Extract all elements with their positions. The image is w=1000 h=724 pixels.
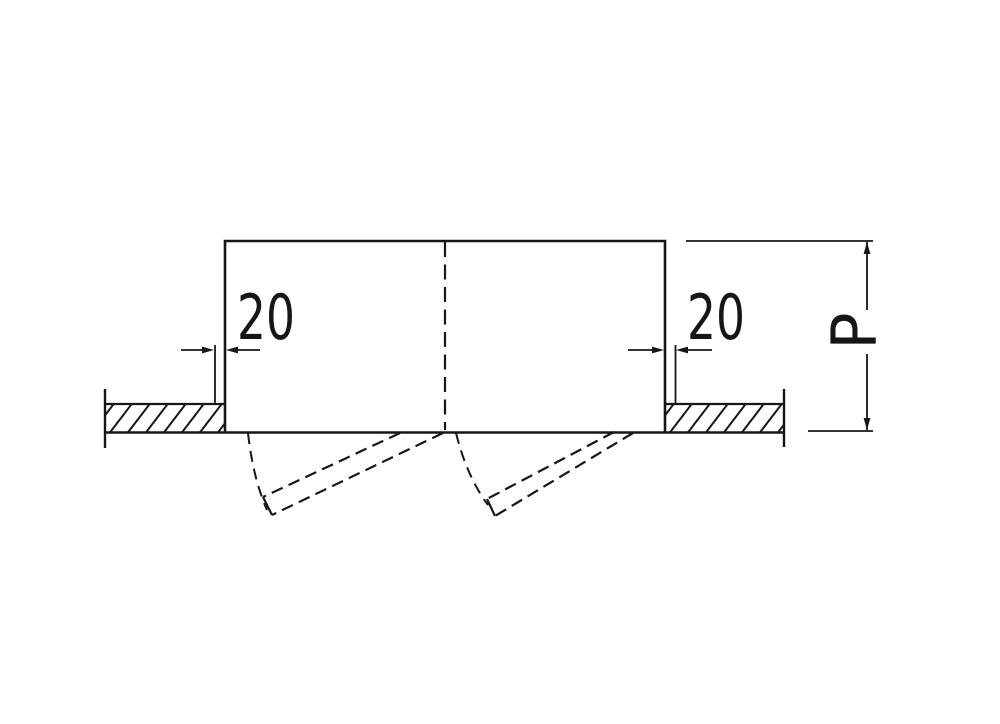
damper-blade-left [247, 432, 444, 516]
arrow-up-icon [863, 242, 871, 254]
blade-left-tip-cap [262, 496, 273, 516]
dim-right-gap-value: 20 [687, 281, 745, 354]
swing-arc-right [455, 432, 489, 506]
blade-left-lower-edge [271, 432, 444, 516]
ceiling-section-left [103, 389, 224, 448]
dim-height-value: P [818, 312, 891, 349]
swing-arc-left [247, 432, 268, 511]
dimension-height-p: P [686, 240, 891, 432]
hatch-lines-left [105, 403, 224, 433]
arrow-left-icon [676, 346, 688, 354]
arrow-right-icon [202, 346, 214, 354]
hatch-lines-right [665, 403, 783, 433]
blade-right-tip-cap [486, 498, 496, 517]
plenum-box [223, 239, 667, 433]
arrow-right-icon [652, 346, 664, 354]
damper-blade-right [455, 431, 634, 517]
arrow-down-icon [863, 418, 871, 430]
plenum-outline [223, 239, 667, 433]
arrow-left-icon [226, 346, 238, 354]
dimension-left-gap: 20 [181, 281, 295, 404]
blade-left-upper-edge [262, 432, 401, 498]
ceiling-section-right [665, 389, 786, 447]
blade-right-upper-edge [486, 431, 615, 500]
dimension-right-gap: 20 [628, 281, 745, 405]
dim-left-gap-value: 20 [237, 281, 295, 354]
blade-right-lower-edge [494, 432, 634, 517]
